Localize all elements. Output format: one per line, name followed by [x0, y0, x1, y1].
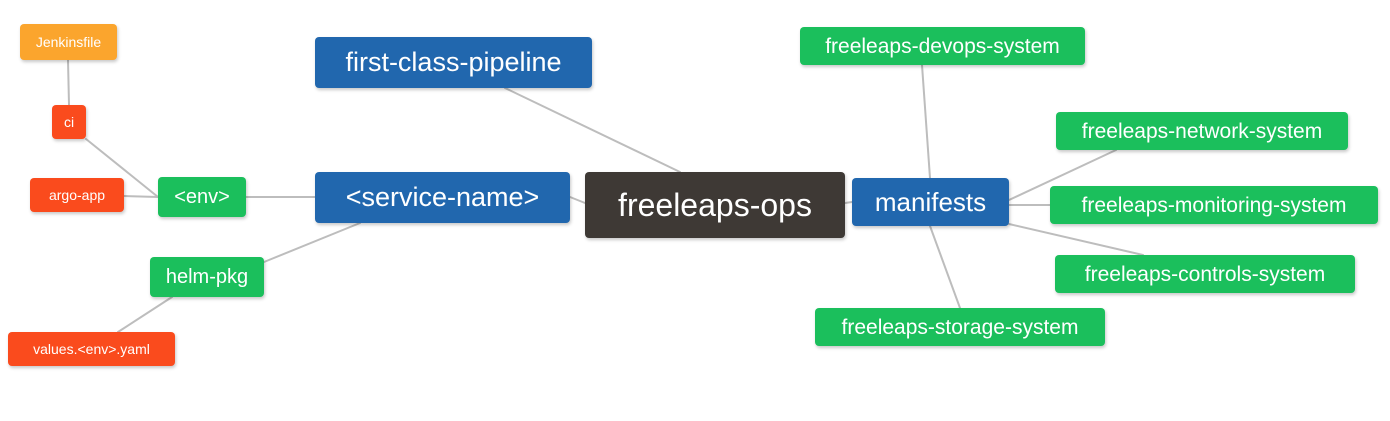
node-freeleaps-network-system[interactable]: freeleaps-network-system	[1056, 112, 1348, 150]
edge-freeleaps-ops-to-manifests	[844, 201, 853, 204]
edge-jenkinsfile-to-ci	[67, 59, 70, 106]
node-label-first-class-pipeline: first-class-pipeline	[345, 47, 562, 77]
node-label-freeleaps-devops-system: freeleaps-devops-system	[825, 34, 1060, 58]
node-freeleaps-monitoring-system[interactable]: freeleaps-monitoring-system	[1050, 186, 1378, 224]
edge-first-class-pipeline-to-freeleaps-ops	[504, 87, 681, 173]
node-label-freeleaps-network-system: freeleaps-network-system	[1081, 119, 1323, 143]
node-label-freeleaps-ops: freeleaps-ops	[618, 187, 812, 223]
edge-argo-app-to-env	[123, 195, 159, 198]
node-manifests[interactable]: manifests	[852, 178, 1009, 226]
node-label-freeleaps-storage-system: freeleaps-storage-system	[841, 315, 1079, 339]
node-label-freeleaps-monitoring-system: freeleaps-monitoring-system	[1081, 193, 1347, 217]
node-freeleaps-storage-system[interactable]: freeleaps-storage-system	[815, 308, 1105, 346]
node-ci[interactable]: ci	[52, 105, 86, 139]
node-freeleaps-controls-system[interactable]: freeleaps-controls-system	[1055, 255, 1355, 293]
node-label-service-name: <service-name>	[345, 182, 540, 212]
node-label-env: <env>	[174, 186, 230, 208]
node-env[interactable]: <env>	[158, 177, 246, 217]
node-label-ci: ci	[63, 114, 75, 130]
node-jenkinsfile[interactable]: Jenkinsfile	[20, 24, 117, 60]
edge-service-name-to-helm-pkg	[263, 222, 361, 263]
edge-manifests-to-freeleaps-controls-system	[1008, 223, 1144, 256]
node-argo-app[interactable]: argo-app	[30, 178, 124, 212]
edge-helm-pkg-to-values-yaml	[117, 296, 173, 333]
node-values-yaml[interactable]: values.<env>.yaml	[8, 332, 175, 366]
node-label-argo-app: argo-app	[48, 187, 106, 203]
node-label-values-yaml: values.<env>.yaml	[33, 341, 150, 357]
node-first-class-pipeline[interactable]: first-class-pipeline	[315, 37, 592, 88]
node-label-helm-pkg: helm-pkg	[165, 266, 249, 288]
node-freeleaps-ops[interactable]: freeleaps-ops	[585, 172, 845, 238]
node-service-name[interactable]: <service-name>	[315, 172, 570, 223]
edge-manifests-to-freeleaps-storage-system	[929, 225, 961, 309]
node-label-freeleaps-controls-system: freeleaps-controls-system	[1084, 262, 1326, 286]
node-freeleaps-devops-system[interactable]: freeleaps-devops-system	[800, 27, 1085, 65]
node-label-manifests: manifests	[874, 187, 987, 217]
node-label-jenkinsfile: Jenkinsfile	[35, 34, 102, 50]
node-helm-pkg[interactable]: helm-pkg	[150, 257, 264, 297]
edge-service-name-to-freeleaps-ops	[569, 196, 586, 204]
edge-manifests-to-freeleaps-devops-system	[921, 64, 931, 179]
